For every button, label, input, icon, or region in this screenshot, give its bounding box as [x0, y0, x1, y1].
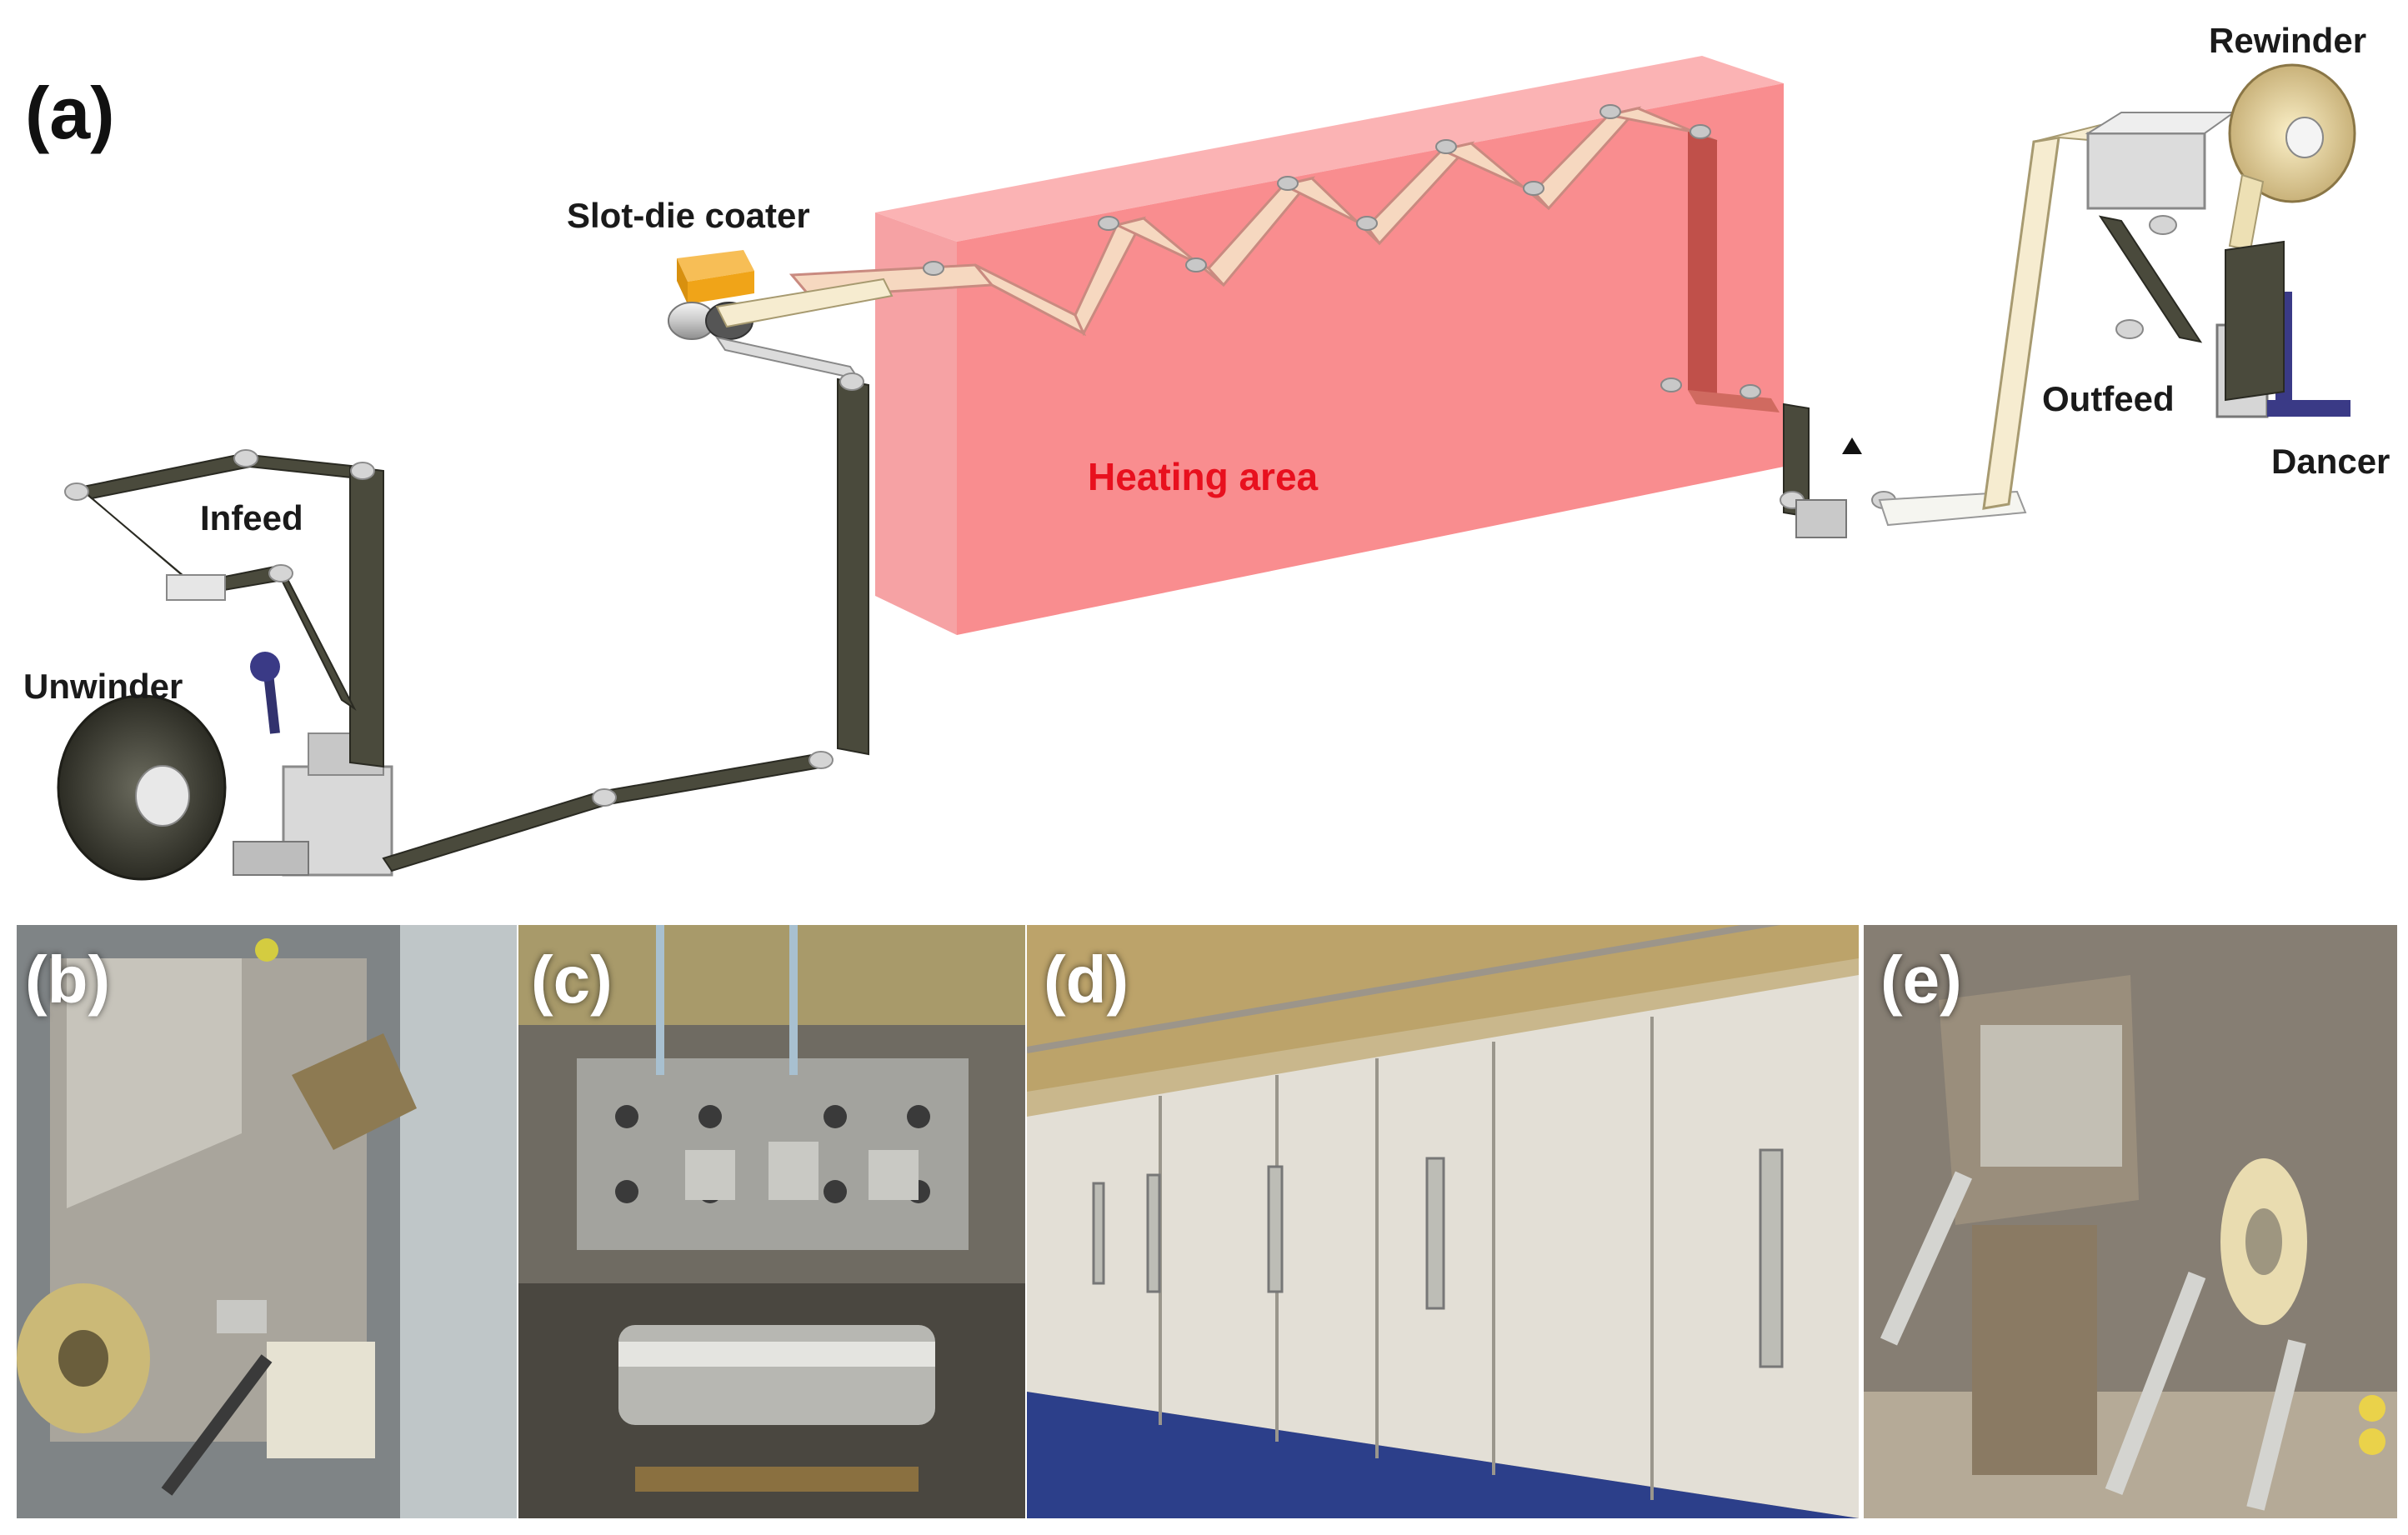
coated-web-zigzag [788, 106, 1718, 337]
web-exit-segment [1688, 390, 1780, 412]
panel-label-c: (c) [531, 942, 613, 1017]
photo-b-unwinder: (b) [17, 925, 517, 1518]
rewinder-label: Rewinder [2209, 21, 2367, 60]
panel-label-e: (e) [1880, 942, 1962, 1017]
heating-zone-rollers [923, 104, 1761, 399]
unwinder-label: Unwinder [23, 667, 183, 706]
dark-web-path [77, 378, 1810, 872]
rewinder-dancer-assembly [2215, 63, 2356, 418]
panel-label-d: (d) [1044, 942, 1129, 1017]
unwinder-assembly [57, 652, 393, 881]
outfeed-label: Outfeed [2042, 379, 2175, 418]
panel-label-b: (b) [25, 942, 111, 1017]
infeed-pinch-block [166, 574, 226, 601]
dancer-label: Dancer [2271, 442, 2390, 481]
outfeed-web [1982, 112, 2237, 510]
photo-e-rewinder: (e) [1864, 925, 2397, 1518]
web-descending-segment [1688, 132, 1717, 400]
schematic-diagram [57, 56, 2356, 881]
panel-label-a: (a) [25, 72, 115, 154]
slot-die-coater-label: Slot-die coater [567, 196, 810, 235]
photo-c-slot-die-coater: (c) [518, 925, 1025, 1518]
heating-area-box [875, 56, 1784, 635]
heating-area-label: Heating area [1088, 455, 1319, 498]
infeed-label: Infeed [200, 498, 303, 538]
slot-die-coater-block [668, 250, 894, 381]
photo-d-heating-oven: (d) [1027, 925, 1859, 1518]
